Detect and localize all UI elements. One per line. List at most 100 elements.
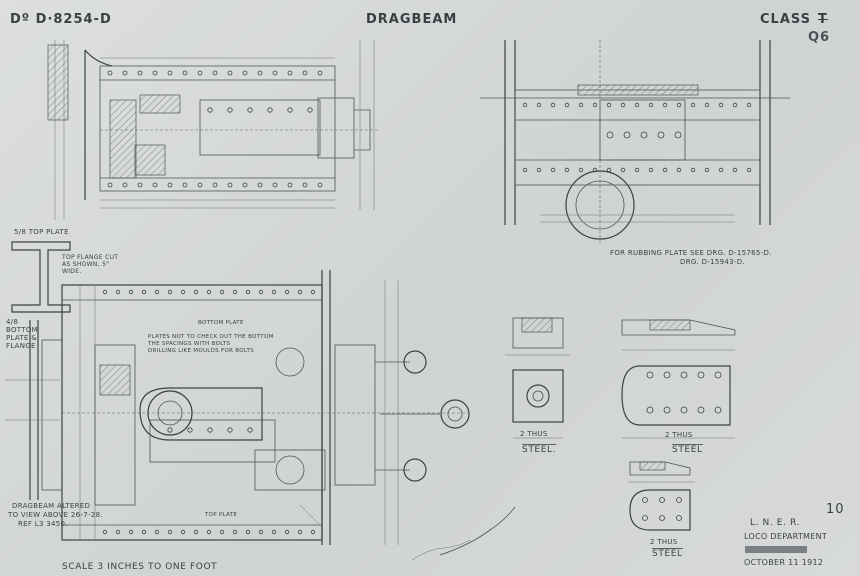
- rivet-mark: [297, 529, 303, 535]
- rivet-mark: [232, 289, 238, 295]
- rivet-mark: [690, 167, 696, 173]
- rivet-mark: [287, 70, 293, 76]
- main-plan-view: [61, 270, 470, 545]
- rivet-mark: [167, 529, 173, 535]
- rivet-mark: [297, 289, 303, 295]
- rivet-mark: [550, 102, 556, 108]
- rivet-mark: [606, 131, 614, 139]
- rivet-mark: [310, 289, 316, 295]
- rivet-mark: [137, 70, 143, 76]
- rivet-mark: [197, 70, 203, 76]
- rivet-mark: [676, 497, 682, 503]
- rivet-mark: [152, 70, 158, 76]
- rivet-mark: [242, 70, 248, 76]
- rivet-mark: [167, 182, 173, 188]
- rivet-mark: [107, 182, 113, 188]
- rivet-mark: [122, 182, 128, 188]
- rivet-mark: [227, 107, 233, 113]
- bottom-plate-note: 4/8 BOTTOM PLATE & FLANGE: [6, 318, 38, 350]
- rivet-mark: [646, 406, 654, 414]
- signature: [411, 506, 516, 561]
- class-struck: T: [818, 12, 828, 27]
- section-view-top-right: [480, 40, 790, 245]
- rivet-mark: [219, 289, 225, 295]
- plates-note-2: THE SPACINGS WITH BOLTS: [148, 341, 231, 347]
- rivet-mark: [271, 529, 277, 535]
- rivet-mark: [207, 427, 213, 433]
- rivet-mark: [623, 131, 631, 139]
- class-new: Q6: [808, 30, 831, 45]
- rivet-mark: [746, 167, 752, 173]
- rivet-mark: [271, 289, 277, 295]
- sheet-number: 10: [826, 502, 845, 517]
- rivet-mark: [197, 182, 203, 188]
- rivet-mark: [122, 70, 128, 76]
- detail-part-3: [628, 461, 695, 531]
- rivet-mark: [634, 167, 640, 173]
- detail-part-2: [621, 319, 736, 439]
- rivet-mark: [648, 167, 654, 173]
- part-3-material: STEEL: [652, 548, 683, 559]
- rivet-mark: [154, 529, 160, 535]
- rivet-mark: [676, 102, 682, 108]
- rivet-mark: [227, 427, 233, 433]
- rivet-mark: [522, 167, 528, 173]
- dragbeam-altered-3: REF L3 3450.: [18, 520, 68, 528]
- rivet-mark: [247, 427, 253, 433]
- rivet-mark: [746, 102, 752, 108]
- rivet-mark: [640, 131, 648, 139]
- rivet-mark: [287, 107, 293, 113]
- rivet-mark: [284, 529, 290, 535]
- rivet-mark: [245, 289, 251, 295]
- rivet-mark: [310, 529, 316, 535]
- part-2-material: STEEL: [672, 444, 703, 455]
- rivet-mark: [115, 289, 121, 295]
- rivet-mark: [193, 529, 199, 535]
- rivet-mark: [302, 182, 308, 188]
- rivet-mark: [714, 371, 722, 379]
- drawing-number: Dº D·8254-D: [10, 12, 112, 27]
- rivet-mark: [302, 70, 308, 76]
- rivet-mark: [284, 289, 290, 295]
- rivet-mark: [207, 107, 213, 113]
- class-label: CLASS: [760, 12, 812, 27]
- rivet-mark: [697, 371, 705, 379]
- rivet-mark: [182, 70, 188, 76]
- top-plate-label: TOP PLATE: [205, 512, 238, 518]
- rivet-mark: [704, 167, 710, 173]
- rivet-mark: [154, 289, 160, 295]
- rivet-mark: [206, 289, 212, 295]
- rivet-mark: [317, 70, 323, 76]
- rivet-mark: [212, 182, 218, 188]
- plan-view-top-left: [47, 40, 380, 220]
- rivet-mark: [141, 529, 147, 535]
- rivet-mark: [676, 167, 682, 173]
- rivet-mark: [258, 289, 264, 295]
- rivet-mark: [227, 182, 233, 188]
- rivet-mark: [182, 182, 188, 188]
- rivet-mark: [663, 371, 671, 379]
- top-plate-note: 5/8 TOP PLATE: [14, 228, 69, 236]
- part-1-qty: 2 THUS: [520, 430, 548, 438]
- rivet-mark: [227, 70, 233, 76]
- rivet-mark: [257, 182, 263, 188]
- top-flange-note: TOP FLANGE CUT AS SHOWN, 5" WIDE.: [62, 254, 119, 275]
- rivet-mark: [258, 529, 264, 535]
- scale-note: SCALE 3 INCHES TO ONE FOOT: [62, 562, 218, 572]
- rubbing-plate-note-2: DRG. D-15943-D.: [680, 258, 745, 266]
- rivet-mark: [564, 167, 570, 173]
- rivet-mark: [620, 167, 626, 173]
- rivet-mark: [232, 529, 238, 535]
- dragbeam-altered-2: TO VIEW ABOVE 26-7-28.: [8, 511, 103, 519]
- rivet-mark: [592, 167, 598, 173]
- rivet-mark: [102, 529, 108, 535]
- rivet-mark: [536, 167, 542, 173]
- rivet-mark: [128, 529, 134, 535]
- rivet-mark: [674, 131, 682, 139]
- rivet-mark: [680, 406, 688, 414]
- dragbeam-altered-1: DRAGBEAM ALTERED: [12, 502, 91, 510]
- rivet-mark: [128, 289, 134, 295]
- rivet-mark: [732, 102, 738, 108]
